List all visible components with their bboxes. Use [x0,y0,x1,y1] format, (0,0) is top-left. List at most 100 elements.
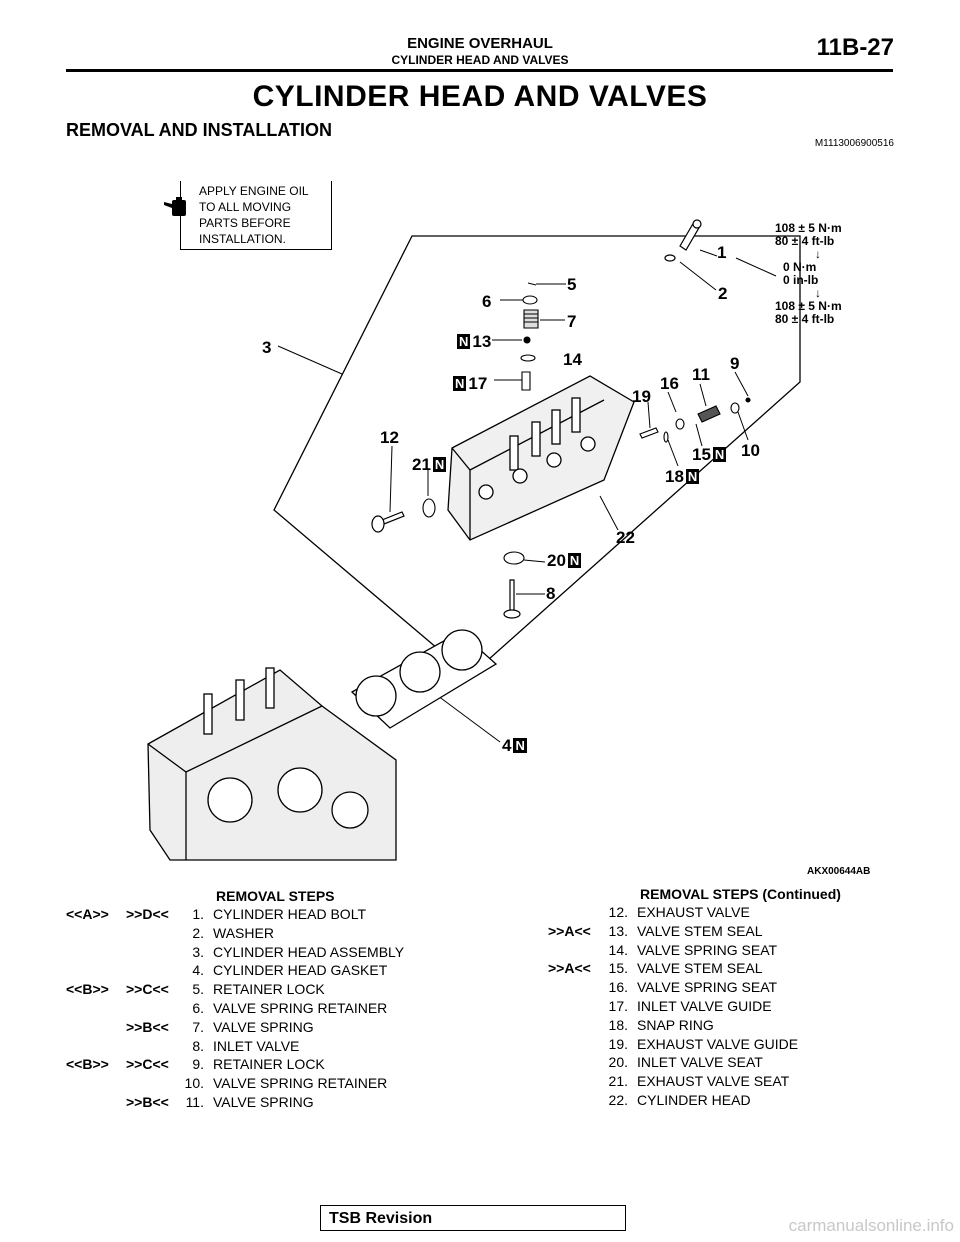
torque-line: 108 ± 5 N·m [775,221,842,235]
valve-small-parts [422,282,751,565]
step-number: 4. [192,962,204,979]
callout-7: 7 [567,312,577,331]
step-number: 7. [192,1018,204,1035]
step-number: 16. [608,979,628,996]
install-ref: >>C<< [126,1056,169,1073]
install-ref: >>A<< [548,960,591,977]
procedure-title: REMOVAL AND INSTALLATION [66,120,332,140]
new-part-icon: N [712,447,727,462]
step-text: EXHAUST VALVE GUIDE [637,1035,799,1052]
oil-can-icon [164,197,186,216]
new-part-icon: N [457,334,471,349]
callout-14: 14 [563,350,582,369]
callout-2: 2 [718,284,728,303]
step-number: 20. [608,1054,628,1071]
callout-1: 1 [717,243,727,262]
oil-note-box: APPLY ENGINE OIL TO ALL MOVING PARTS BEF… [180,181,332,250]
step-number: 6. [192,999,204,1016]
arrow-down-icon: ↓ [815,247,821,261]
subsection-title: CYLINDER HEAD AND VALVES [391,53,569,67]
step-number: 2. [192,924,204,941]
step-text: RETAINER LOCK [213,1056,325,1073]
page-number: 11B-27 [816,34,894,61]
callout-11: 11 [692,365,710,384]
removal-ref: <<A>> [66,906,109,922]
cylinder-head-illustration [447,375,635,541]
step-number: 21. [608,1073,628,1090]
callout-12: 12 [380,428,399,447]
valves [371,511,521,619]
callout-10: 10 [741,441,760,460]
callout-6: 6 [482,292,492,311]
section-title: ENGINE OVERHAUL [407,35,553,52]
step-text: EXHAUST VALVE SEAT [637,1073,790,1090]
removal-steps-continued-heading: REMOVAL STEPS (Continued) [640,886,841,902]
new-part-icon: N [567,553,582,568]
torque-line: 0 N·m [783,260,817,274]
step-text: WASHER [213,924,274,941]
step-text: INLET VALVE SEAT [637,1054,763,1071]
step-text: EXHAUST VALVE [637,904,750,920]
oil-note-text: APPLY ENGINE OIL TO ALL MOVING PARTS BEF… [199,183,329,247]
engine-block-illustration [147,667,397,861]
step-number: 5. [192,981,204,998]
oil-note-line: APPLY ENGINE OIL [199,184,309,198]
bolt-and-washer [664,219,702,262]
oil-note-line: PARTS BEFORE [199,216,291,230]
step-text: VALVE SPRING RETAINER [213,999,388,1016]
watermark: carmanualsonline.info [788,1216,954,1235]
step-number: 1. [192,906,204,922]
figure-code: AKX00644AB [807,866,871,877]
callout-8: 8 [546,584,556,603]
step-number: 15. [608,960,628,977]
torque-spec: 108 ± 5 N·m 80 ± 4 ft-lb ↓ 0 N·m 0 in-lb… [775,222,842,326]
torque-line: 80 ± 4 ft-lb [775,234,835,248]
torque-line: 108 ± 5 N·m [775,299,842,313]
tsb-revision-box: TSB Revision [320,1205,626,1231]
step-text: VALVE STEM SEAL [637,922,763,939]
step-number: 3. [192,943,204,960]
new-part-icon: N [432,457,447,472]
step-text: VALVE STEM SEAL [637,960,763,977]
step-number: 17. [608,997,628,1014]
removal-ref: <<B>> [66,981,109,998]
exploded-view-diagram [147,219,801,861]
install-ref: >>C<< [126,981,169,998]
new-part-icon: N [453,376,467,391]
step-text: RETAINER LOCK [213,981,325,998]
removal-steps-heading: REMOVAL STEPS [216,888,335,904]
torque-line: 80 ± 4 ft-lb [775,312,835,326]
callout-3: 3 [262,338,272,357]
callout-9: 9 [730,354,740,373]
torque-line: 0 in-lb [783,273,819,287]
step-text: CYLINDER HEAD BOLT [213,906,366,922]
step-number: 19. [608,1035,628,1052]
leader-lines [277,249,777,743]
install-ref: >>B<< [126,1093,169,1110]
header-rule [66,69,893,72]
removal-ref: <<B>> [66,1056,109,1073]
callout-5: 5 [567,275,577,294]
step-number: 18. [608,1016,628,1033]
step-number: 14. [608,941,628,958]
new-part-icon: N [685,469,700,484]
step-text: INLET VALVE [213,1037,300,1054]
step-number: 12. [608,904,628,920]
step-number: 13. [608,922,628,939]
callout-16: 16 [660,374,679,393]
callout-22: 22 [616,528,635,547]
step-text: CYLINDER HEAD ASSEMBLY [213,943,405,960]
step-text: VALVE SPRING RETAINER [213,1075,388,1092]
step-text: INLET VALVE GUIDE [637,997,772,1014]
assembly-outline [273,235,801,677]
step-number: 9. [192,1056,204,1073]
callout-19: 19 [632,387,651,406]
oil-note-line: INSTALLATION. [199,232,286,246]
